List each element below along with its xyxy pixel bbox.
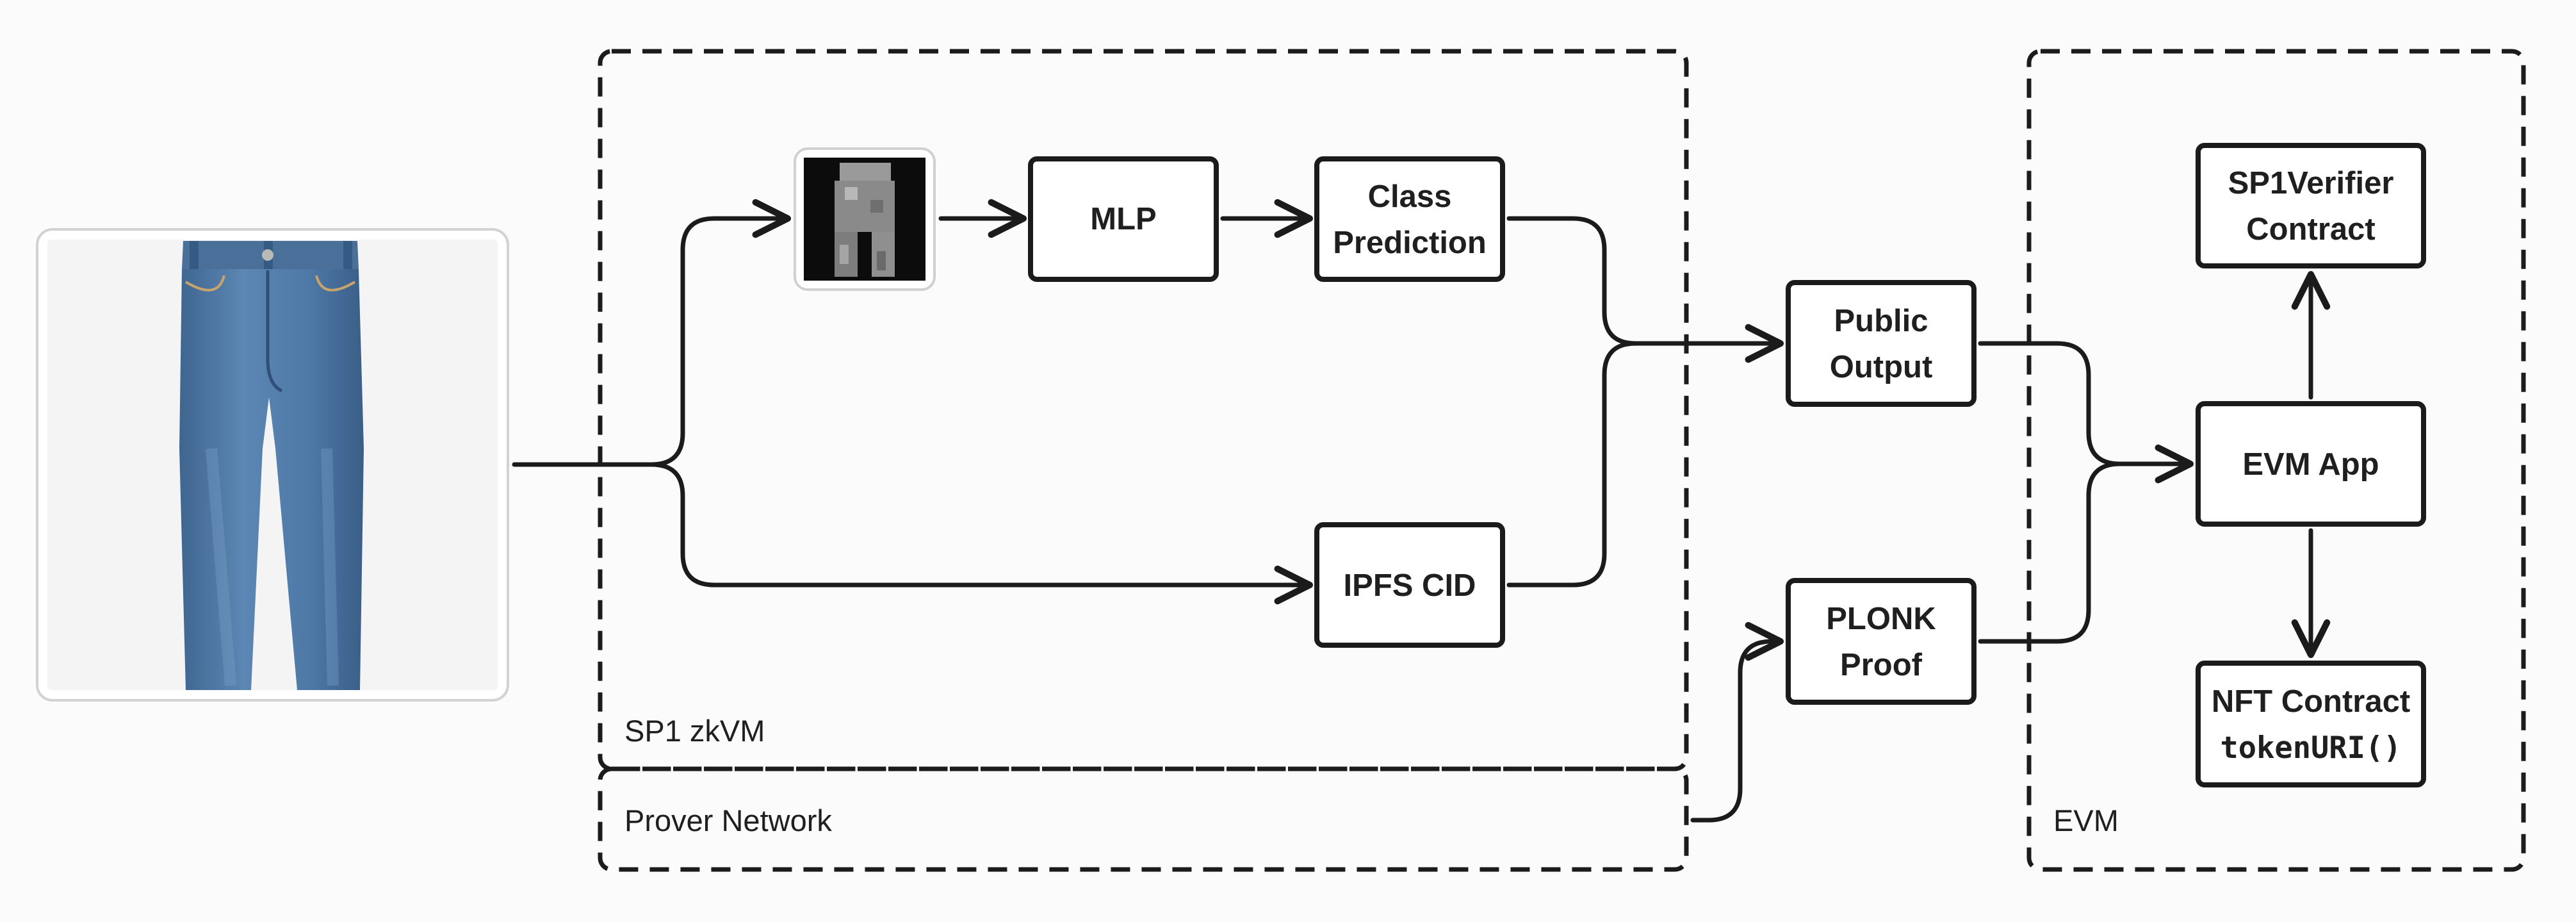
arrow-ipfs-to-public-output: [1506, 341, 1638, 588]
plonk-proof-node: PLONK Proof: [1786, 578, 1977, 705]
class-prediction-node: Class Prediction: [1314, 156, 1505, 282]
mlp-node: MLP: [1028, 156, 1219, 282]
nft-contract-label-line1: NFT Contract: [2212, 684, 2410, 719]
arrow-input-to-fork: [512, 199, 792, 467]
ipfs-cid-node: IPFS CID: [1314, 522, 1505, 648]
evm-region: [2026, 49, 2526, 872]
evm-app-label: EVM App: [2242, 447, 2379, 482]
prover-network-label: Prover Network: [624, 803, 832, 837]
evm-label: EVM: [2053, 803, 2119, 837]
sp1verifier-contract-label-line1: SP1Verifier: [2228, 166, 2394, 201]
public-output-node: Public Output: [1786, 280, 1977, 407]
class-prediction-label-line2: Prediction: [1333, 226, 1487, 260]
sp1-zkvm-label: SP1 zkVM: [624, 714, 765, 748]
public-output-label-line1: Public: [1834, 304, 1928, 338]
arrow-prover-to-plonk: [1690, 622, 1784, 823]
ipfs-cid-label: IPFS CID: [1344, 568, 1476, 603]
sp1verifier-contract-label-line2: Contract: [2246, 212, 2375, 247]
plonk-proof-label-line2: Proof: [1840, 648, 1923, 682]
nft-contract-label-line2: tokenURI(): [2221, 730, 2402, 766]
prover-network-region: [598, 766, 1689, 872]
arrow-class-to-public-output: [1506, 216, 1784, 363]
grayscale-thumbnail-image: [794, 147, 936, 291]
arrow-plonk-to-evm-app: [1978, 461, 2123, 644]
jeans-input-image: [36, 228, 509, 702]
sp1verifier-contract-node: SP1Verifier Contract: [2196, 143, 2426, 268]
nft-contract-node: NFT Contract tokenURI(): [2196, 661, 2426, 787]
class-prediction-label-line1: Class: [1368, 179, 1452, 214]
sp1-zkvm-region: [598, 49, 1689, 771]
connectors: [512, 199, 2331, 823]
plonk-proof-label-line1: PLONK: [1826, 602, 1936, 636]
public-output-label-line2: Output: [1830, 350, 1933, 384]
mlp-label: MLP: [1090, 202, 1156, 236]
arrow-fork-to-ipfs: [649, 462, 1314, 605]
evm-app-node: EVM App: [2196, 401, 2426, 527]
arrow-public-output-to-evm-app: [1978, 341, 2194, 484]
